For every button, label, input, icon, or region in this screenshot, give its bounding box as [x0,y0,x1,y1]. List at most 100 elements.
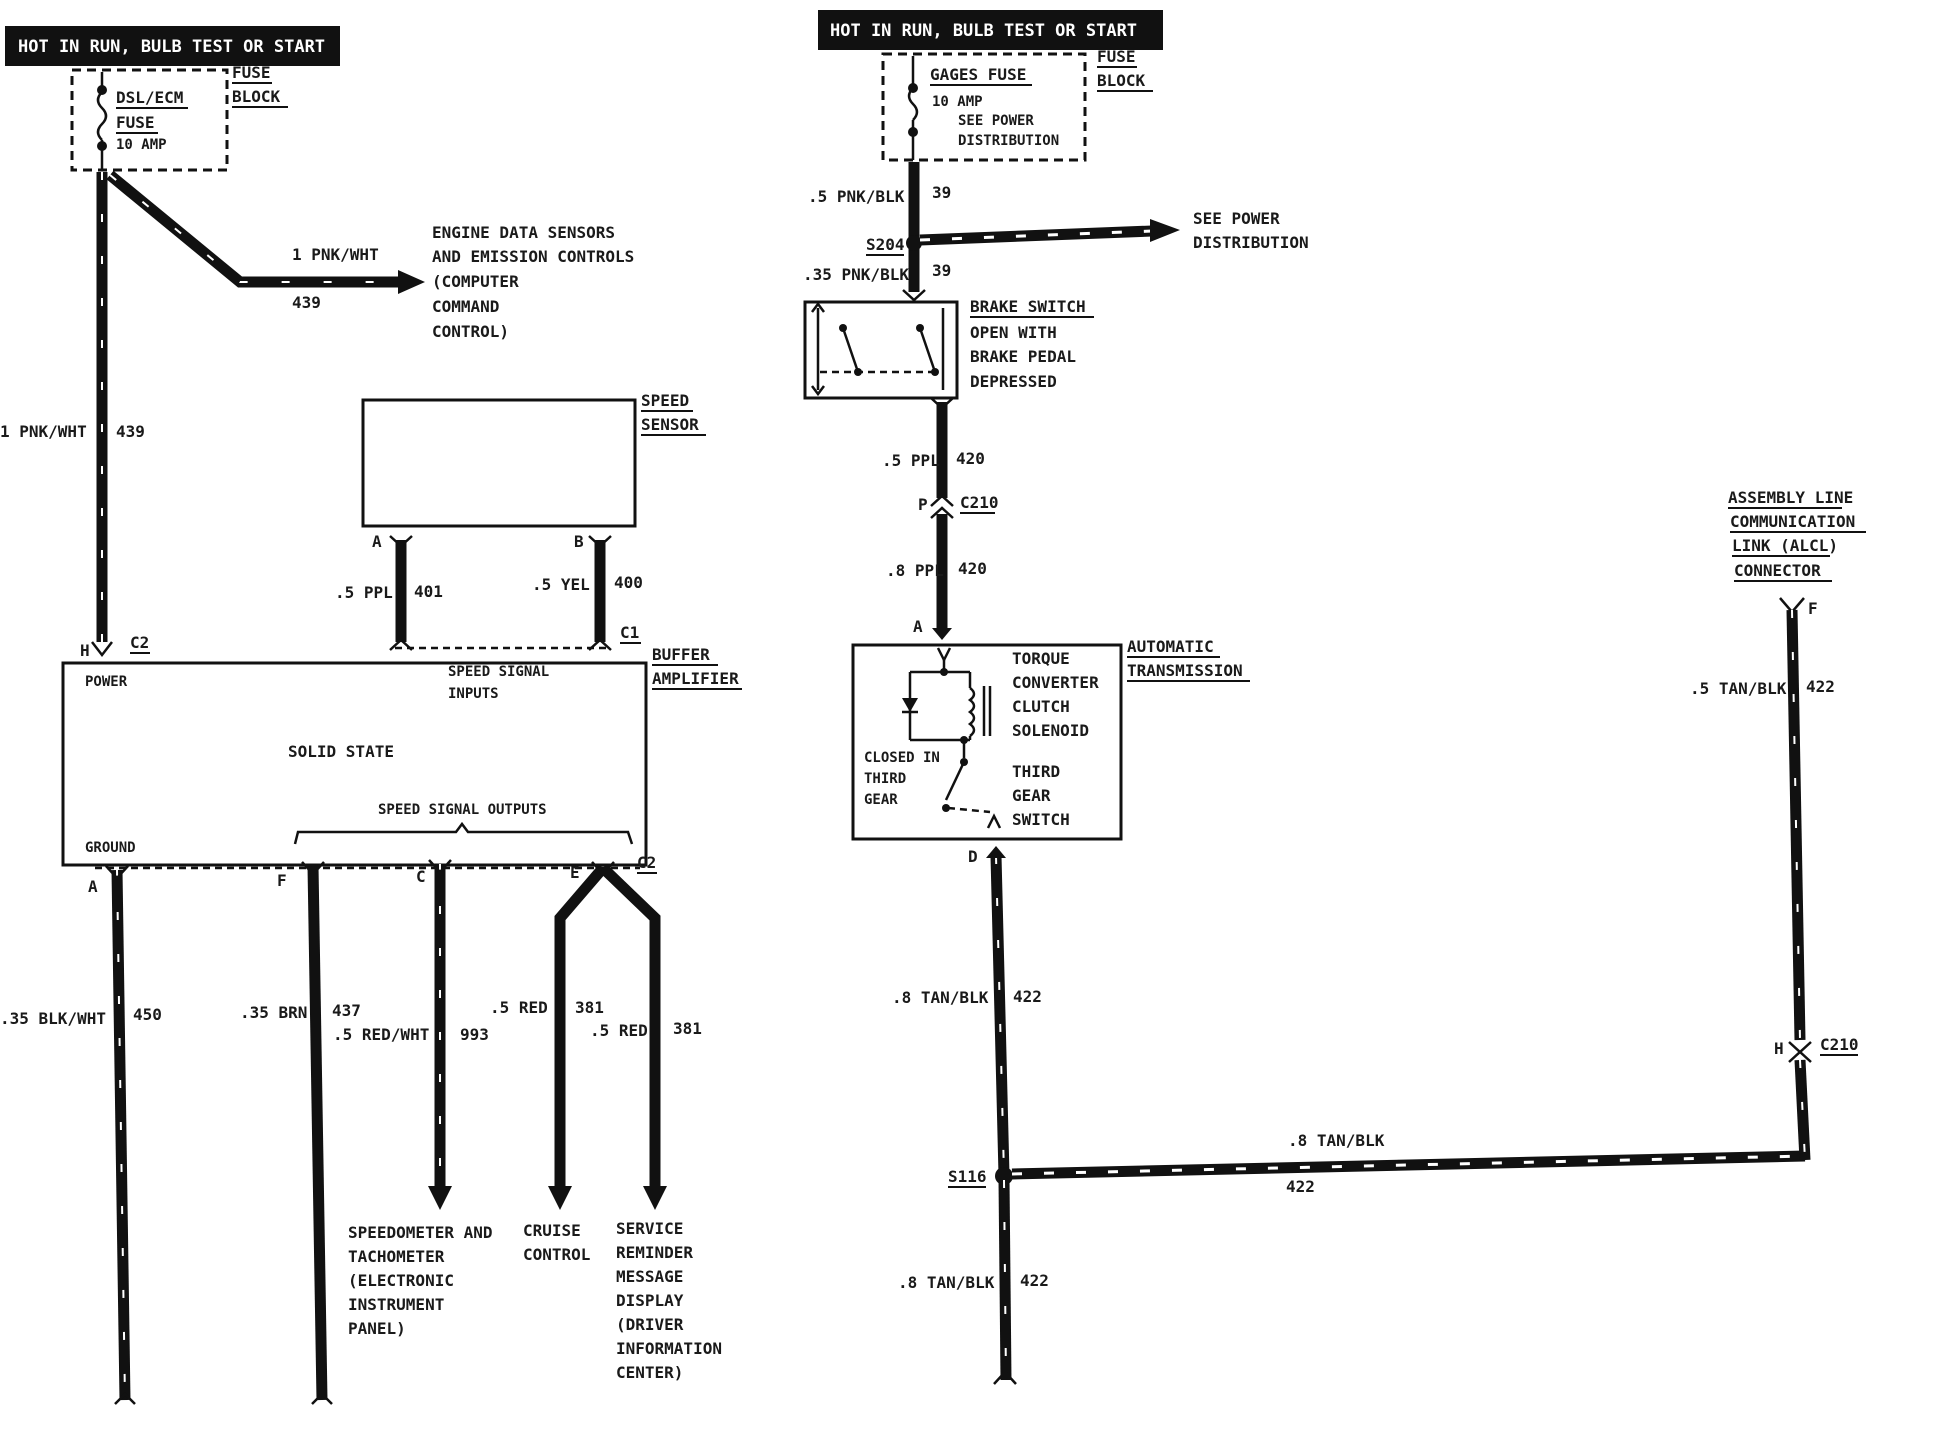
speedometer-2: TACHOMETER [348,1247,445,1266]
right-fuse-note-1: SEE POWER [958,113,1034,129]
right-circuit: HOT IN RUN, BULB TEST OR START GAGES FUS… [803,10,1866,1385]
service-2: REMINDER [616,1243,693,1262]
speedometer-4: INSTRUMENT [348,1295,444,1314]
out-pin-c2: C2 [637,853,656,872]
wire-439-main-circuit: 439 [116,422,145,441]
wire-381-service-circuit: 381 [673,1019,702,1038]
speed-sensor-label-2: SENSOR [641,415,699,434]
wire-381-cruise-gauge: .5 RED [490,998,548,1017]
brake-switch-4: DEPRESSED [970,372,1057,391]
splice-s116: S116 [948,1167,987,1186]
arrow-icon [1150,219,1180,242]
speedometer-3: (ELECTRONIC [348,1271,454,1290]
alcl-2: COMMUNICATION [1730,512,1855,531]
fuse-symbol-icon [907,87,919,121]
wire-450-gauge: .35 BLK/WHT [0,1009,106,1028]
alcl-3: LINK (ALCL) [1732,536,1838,555]
third-gear-3: SWITCH [1012,810,1070,829]
speed-sensor-box [361,398,637,528]
left-circuit: HOT IN RUN, BULB TEST OR START DSL/ECM F… [0,26,742,1405]
buffer-ground: GROUND [85,840,136,856]
arrow-icon [428,1186,452,1210]
left-fuse-block-label-2: BLOCK [232,87,281,106]
engine-data-4: COMMAND [432,297,499,316]
brake-switch-3: BRAKE PEDAL [970,347,1076,366]
right-fuse-name: GAGES FUSE [930,65,1026,84]
sensor-pin-a: A [372,532,382,551]
pin-a: A [913,617,923,636]
connector-c2-top: C2 [130,633,149,652]
wire-439-branch [106,170,400,288]
right-fuse-block-label-1: FUSE [1097,47,1136,66]
pin-h: H [80,641,90,660]
coil-icon [967,687,976,737]
wire-401-circuit: 401 [414,582,443,601]
c210-bottom-pin: H [1774,1039,1784,1058]
brake-switch-2: OPEN WITH [970,323,1057,342]
buffer-inputs-2: INPUTS [448,686,499,702]
brake-switch-box [803,300,959,400]
out-pin-f: F [277,871,287,890]
cruise-1: CRUISE [523,1221,581,1240]
wire-422-lower-gauge: .8 TAN/BLK [898,1273,995,1292]
wire-439-main-gauge: 1 PNK/WHT [0,422,87,441]
splice-s204: S204 [866,235,905,254]
service-6: INFORMATION [616,1339,722,1358]
buffer-outputs: SPEED SIGNAL OUTPUTS [378,802,547,818]
wire-422-lower [998,1179,1012,1381]
connector-c1: C1 [620,623,639,642]
buffer-label-2: AMPLIFIER [652,669,739,688]
service-5: (DRIVER [616,1315,684,1334]
left-fuse-name-2: FUSE [116,113,155,132]
auto-trans-1: AUTOMATIC [1127,637,1214,656]
sensor-pin-b: B [574,532,584,551]
buffer-power: POWER [85,674,128,690]
wire-422-upper-circuit: 422 [1013,987,1042,1006]
alcl-1: ASSEMBLY LINE [1728,488,1853,507]
wire-437-gauge: .35 BRN [240,1003,307,1022]
buffer-label-1: BUFFER [652,645,710,664]
engine-data-5: CONTROL) [432,322,509,341]
third-gear-2: GEAR [1012,786,1051,805]
auto-trans-2: TRANSMISSION [1127,661,1243,680]
wire-422-upper [990,855,1010,1176]
right-header-bar [818,10,1163,50]
wire-381-service [599,864,661,1190]
arrow-icon [548,1186,572,1210]
right-header: HOT IN RUN, BULB TEST OR START [830,21,1137,41]
arrow-icon [398,270,425,294]
out-pin-a: A [88,877,98,896]
right-fuse-rating: 10 AMP [932,94,983,110]
brake-switch-1: BRAKE SWITCH [970,297,1086,316]
cruise-2: CONTROL [523,1245,590,1264]
service-7: CENTER) [616,1363,683,1382]
see-power-2: DISTRIBUTION [1193,233,1309,252]
wire-39-top-circuit: 39 [932,183,951,202]
buffer-solid-state: SOLID STATE [288,742,394,761]
closed-note-1: CLOSED IN [864,750,940,766]
buffer-inputs-1: SPEED SIGNAL [448,664,549,680]
tcc-4: SOLENOID [1012,721,1089,740]
wire-420-lower-circuit: 420 [958,559,987,578]
speedometer-5: PANEL) [348,1319,406,1338]
pin-d: D [968,847,978,866]
wire-439-branch-circuit: 439 [292,293,321,312]
left-fuse-name-1: DSL/ECM [116,88,183,107]
wire-422-alcl-lower [1794,1059,1811,1161]
c210-top-name: C210 [960,493,999,512]
left-fuse-block-label-1: FUSE [232,63,271,82]
diode-icon [902,698,918,712]
engine-data-2: AND EMISSION CONTROLS [432,247,634,266]
c210-top-pin: P [918,495,928,514]
wire-450 [111,869,131,1401]
speedometer-1: SPEEDOMETER AND [348,1223,493,1242]
third-gear-1: THIRD [1012,762,1060,781]
out-pin-e: E [570,863,580,882]
wire-422-alcl-gauge: .5 TAN/BLK [1690,679,1787,698]
closed-note-2: THIRD [864,771,906,787]
alcl-4: CONNECTOR [1734,561,1821,580]
tcc-2: CONVERTER [1012,673,1099,692]
wire-400-circuit: 400 [614,573,643,592]
wire-400-gauge: .5 YEL [532,575,590,594]
